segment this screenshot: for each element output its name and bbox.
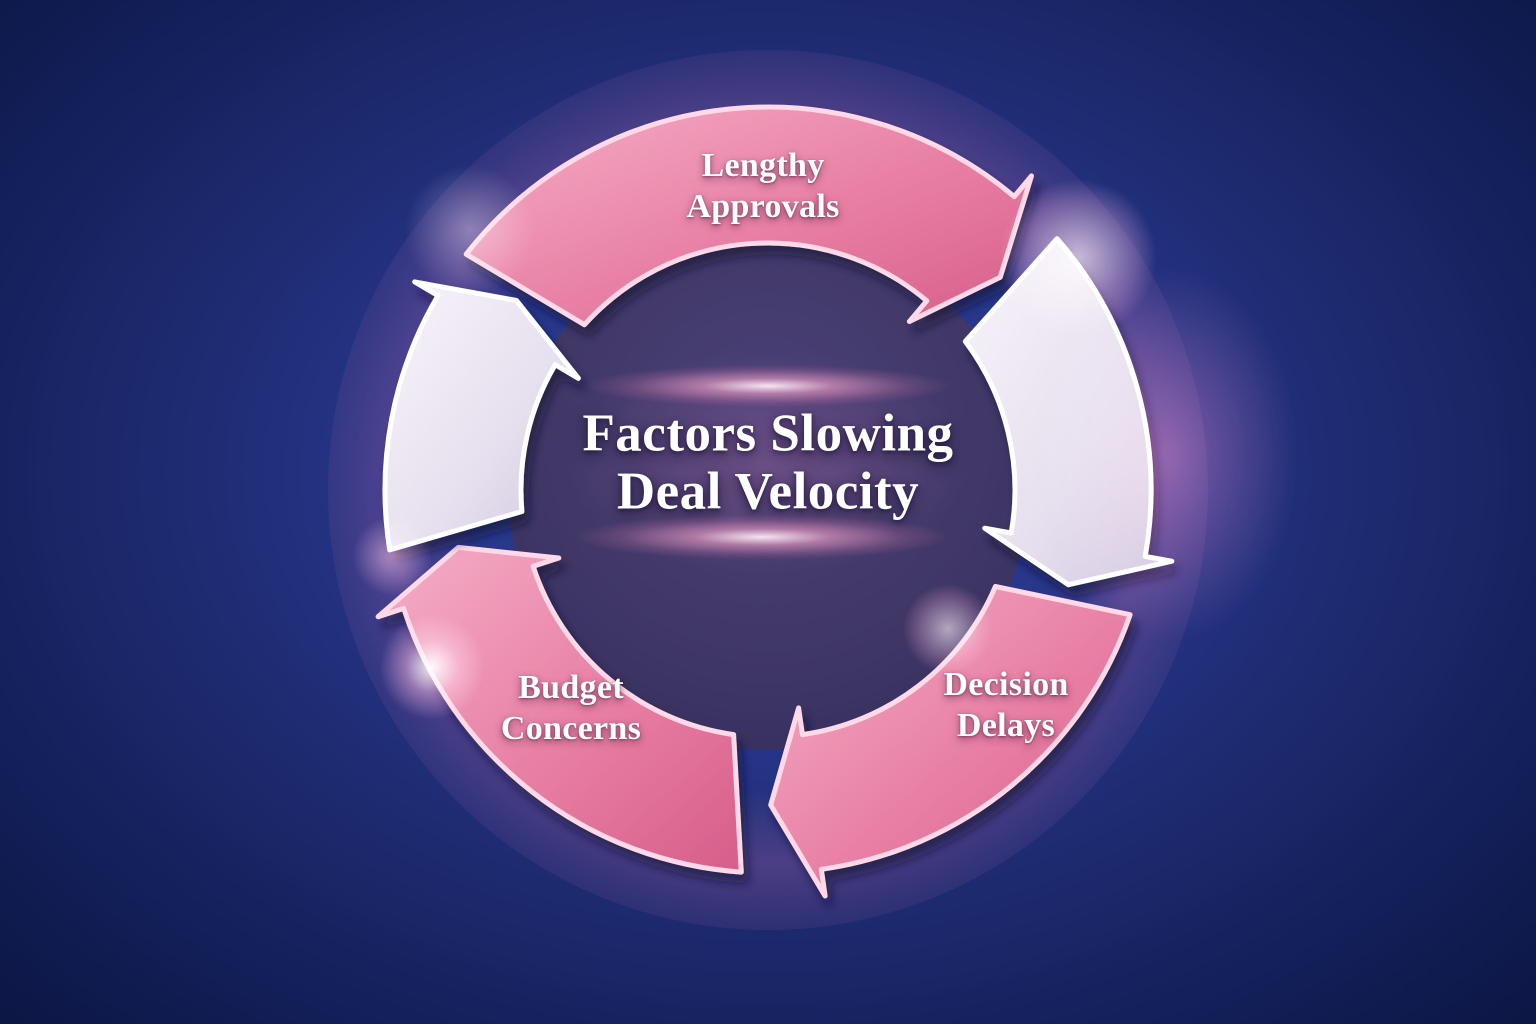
diagram-title: Factors Slowing Deal Velocity (582, 405, 953, 522)
segment-label-lengthy-approvals: Lengthy Approvals (686, 147, 840, 225)
diagram-title-line2: Deal Velocity (616, 463, 920, 521)
segment-label-budget-concerns: Budget Concerns (500, 669, 642, 747)
segment-label-decision-delays: Decision Delays (943, 666, 1069, 744)
cycle-segment-connector-left (382, 279, 581, 553)
diagram-title-line1: Factors Slowing (582, 404, 954, 463)
